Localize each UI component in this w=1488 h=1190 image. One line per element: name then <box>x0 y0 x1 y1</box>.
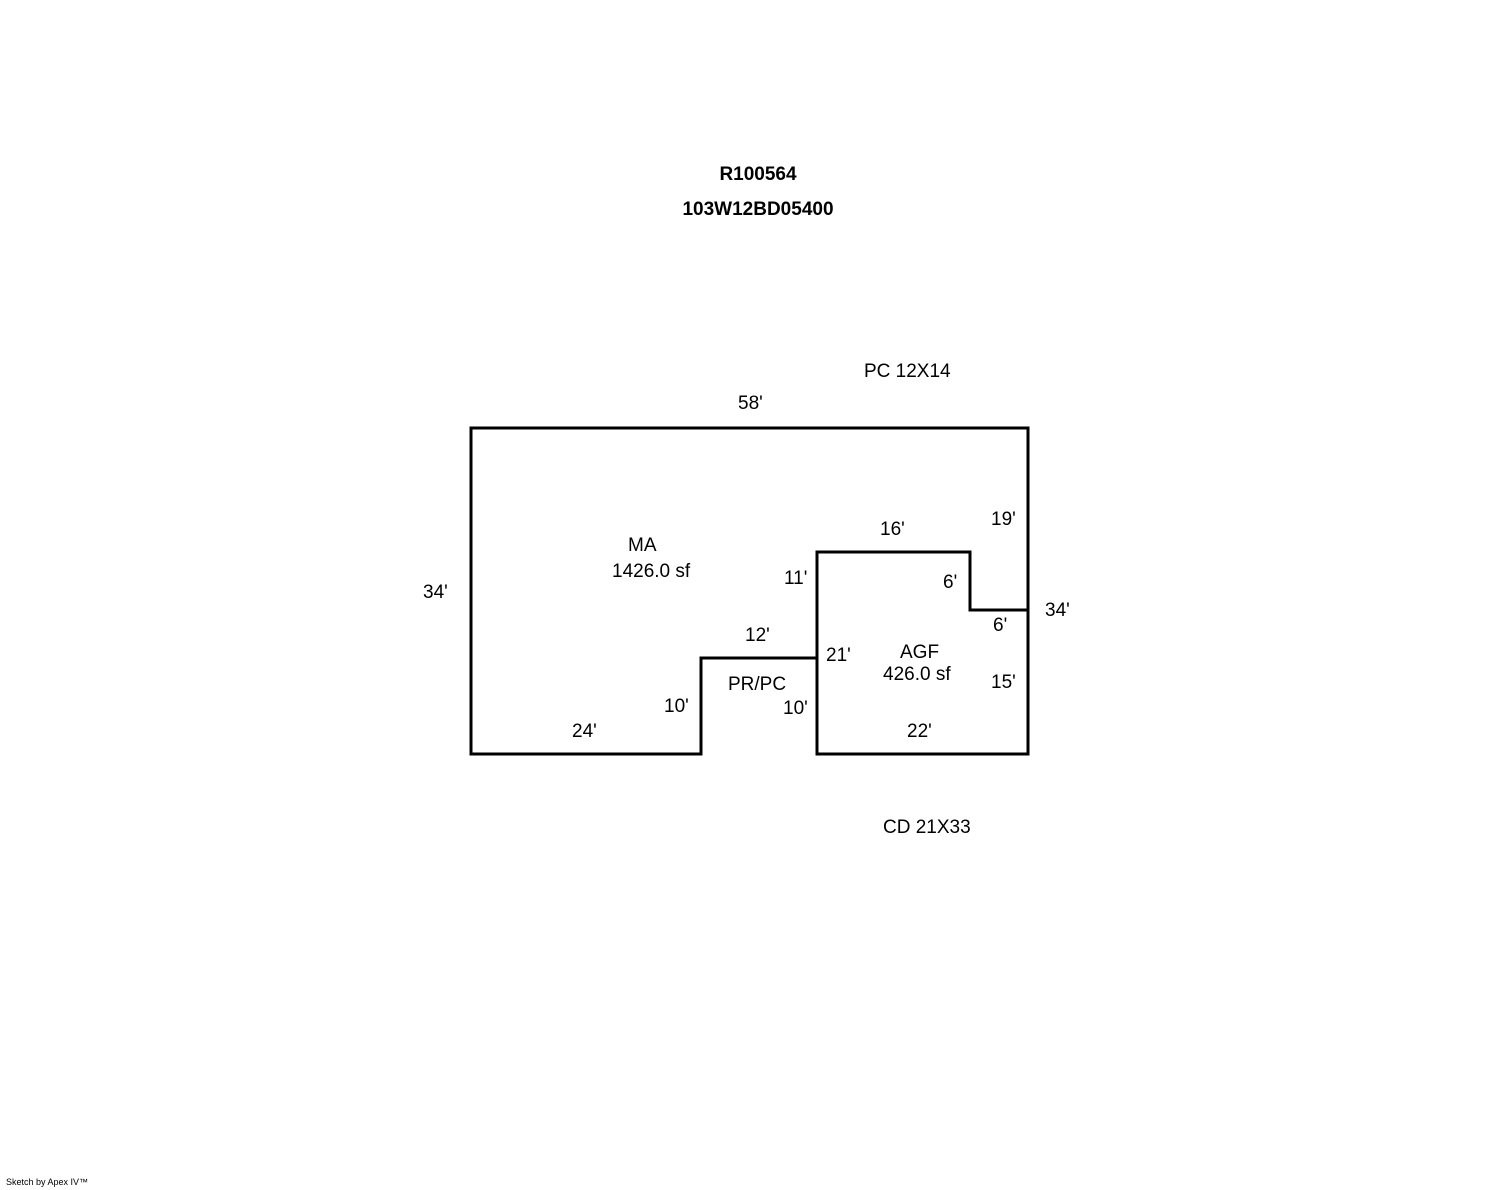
dimension-label: 22' <box>907 721 932 742</box>
dimension-label: 24' <box>572 721 597 742</box>
pr-pc-area-code: PR/PC <box>728 674 786 695</box>
ma-area-size: 1426.0 sf <box>612 561 691 582</box>
ma-area-code: MA <box>628 535 657 556</box>
dimension-label: 16' <box>880 519 905 540</box>
agf-area-code: AGF <box>900 642 939 663</box>
account-number: R100564 <box>719 164 797 185</box>
dimension-label: 19' <box>991 509 1016 530</box>
dimension-label: 10' <box>783 698 808 719</box>
dimension-label: 11' <box>784 568 807 589</box>
pc-note-label: PC 12X14 <box>864 361 951 382</box>
ma-outline <box>469 426 1030 756</box>
dimension-label: 34' <box>1045 600 1070 621</box>
dimension-label: 12' <box>745 625 770 646</box>
sketch-credit: Sketch by Apex IV™ <box>6 1177 89 1187</box>
dimension-label: 6' <box>993 615 1007 636</box>
cd-note-label: CD 21X33 <box>883 817 971 838</box>
dimension-label: 34' <box>423 582 448 603</box>
map-taxlot-number: 103W12BD05400 <box>682 199 834 220</box>
agf-outline <box>815 550 1030 756</box>
agf-area-size: 426.0 sf <box>883 664 951 685</box>
dimension-label: 6' <box>943 572 957 593</box>
dimension-label: 10' <box>664 696 689 717</box>
dimension-label: 15' <box>991 672 1016 693</box>
dimension-label: 58' <box>738 393 763 414</box>
dimension-label: 21' <box>826 645 851 666</box>
